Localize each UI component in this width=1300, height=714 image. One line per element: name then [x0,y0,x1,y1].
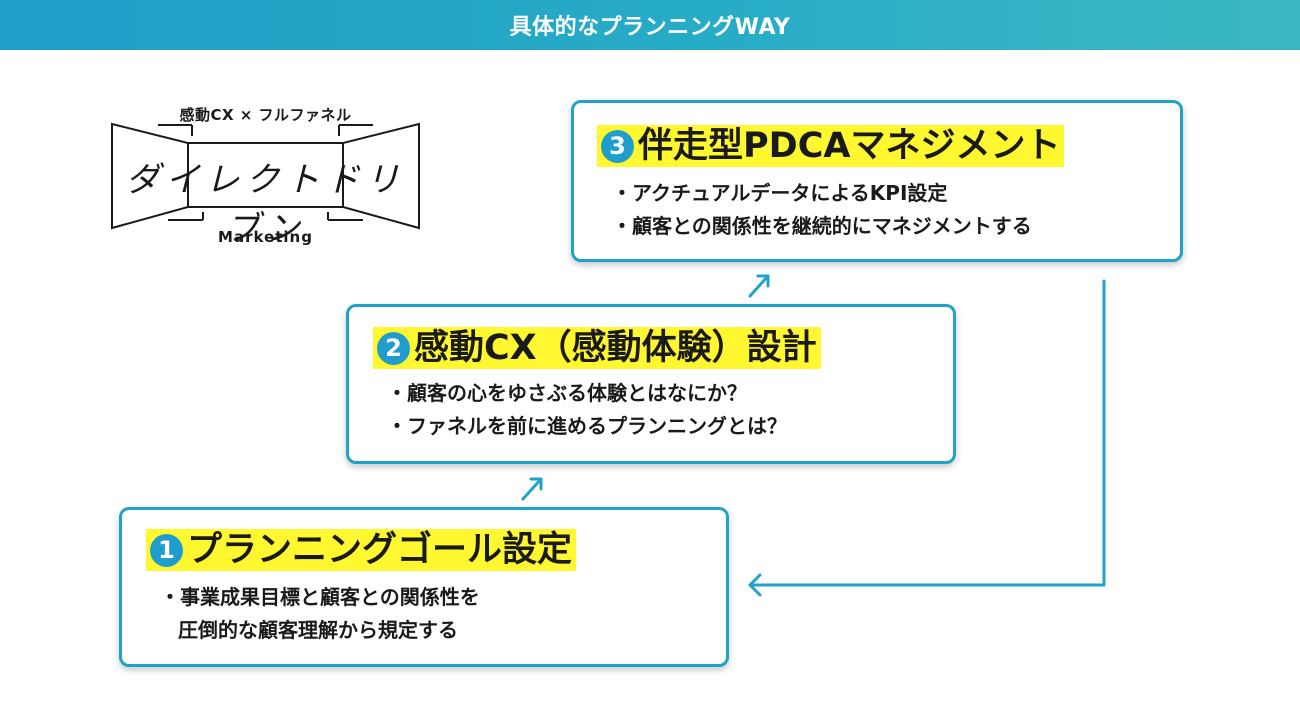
step-3-bullets: ・アクチュアルデータによるKPI設定 ・顧客との関係性を継続的にマネジメントする [612,177,1032,243]
arrow-up-right-icon [521,477,543,501]
logo-tagline: 感動CX × フルファネル [179,106,352,124]
step-2-bullets: ・顧客の心をゆさぶる体験とはなにか？ ・ファネルを前に進めるプランニングとは？ [387,377,787,443]
logo-frame-icon [111,122,420,230]
step-3-bullet: ・アクチュアルデータによるKPI設定 [612,181,948,205]
step-3-title-text: 伴走型PDCAマネジメント [638,126,1061,166]
brand-logo: 感動CX × フルファネル ダイレクトドリブン Marketing [108,100,423,250]
step-1-bullets: ・事業成果目標と顧客との関係性を 圧倒的な顧客理解から規定する [160,581,480,647]
step-3-bullet: ・顧客との関係性を継続的にマネジメントする [612,214,1032,238]
arrow-up-right-icon [748,274,770,298]
step-2-number-badge: 2 [377,332,410,365]
step-1-title-text: プランニングゴール設定 [187,530,573,570]
logo-subtitle: Marketing [218,228,313,246]
step-2-bullet: ・ファネルを前に進めるプランニングとは？ [387,414,787,438]
page-title: 具体的なプランニングWAY [509,15,791,40]
step-3-number-badge: 3 [601,130,634,163]
step-2-title-text: 感動CX（感動体験）設計 [414,328,817,368]
header-bar: 具体的なプランニングWAY [0,0,1300,50]
step-1-number-badge: 1 [150,534,183,567]
step-1-bullet: 圧倒的な顧客理解から規定する [178,618,458,642]
step-1-bullet: ・事業成果目標と顧客との関係性を [160,585,480,609]
logo-wordmark: ダイレクトドリブン [125,160,406,249]
step-2-bullet: ・顧客の心をゆさぶる体験とはなにか？ [387,381,747,405]
